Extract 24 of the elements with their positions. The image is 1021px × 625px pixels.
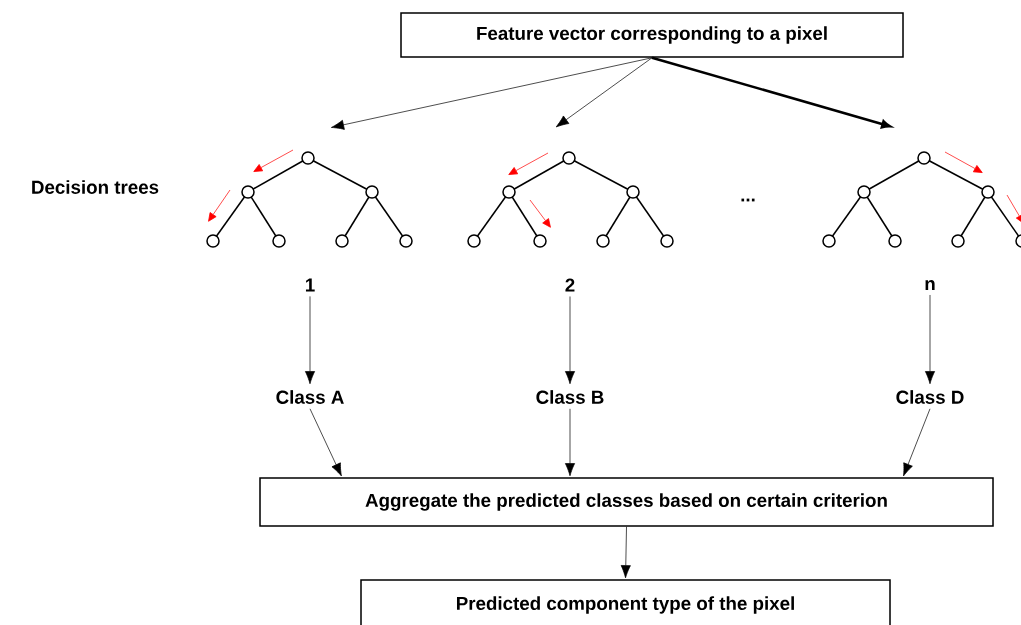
- ellipsis: ...: [741, 198, 755, 202]
- class-label: Class B: [536, 390, 604, 404]
- decision-tree-drawing: [467, 151, 674, 248]
- arrow: [651, 56, 892, 129]
- arrow: [903, 408, 931, 477]
- arrow: [620, 526, 631, 579]
- arrow: [305, 296, 316, 385]
- arrow: [331, 57, 653, 130]
- class-label: Class A: [276, 390, 344, 404]
- tree-number: n: [925, 279, 935, 291]
- process-box: Predicted component type of the pixel: [360, 579, 891, 625]
- arrow: [565, 296, 575, 385]
- side-label: Decision trees: [32, 180, 159, 194]
- tree-number: 1: [305, 278, 315, 292]
- decision-tree-drawing: [822, 151, 1021, 248]
- arrow: [565, 408, 575, 477]
- arrow: [925, 294, 935, 385]
- arrow: [309, 408, 342, 477]
- decision-tree-drawing: [206, 149, 413, 248]
- process-box: Feature vector corresponding to a pixel: [400, 12, 904, 58]
- arrow: [555, 57, 653, 128]
- process-box: Aggregate the predicted classes based on certain criterion: [259, 477, 994, 527]
- tree-number: 2: [565, 278, 575, 292]
- class-label: Class D: [896, 390, 964, 404]
